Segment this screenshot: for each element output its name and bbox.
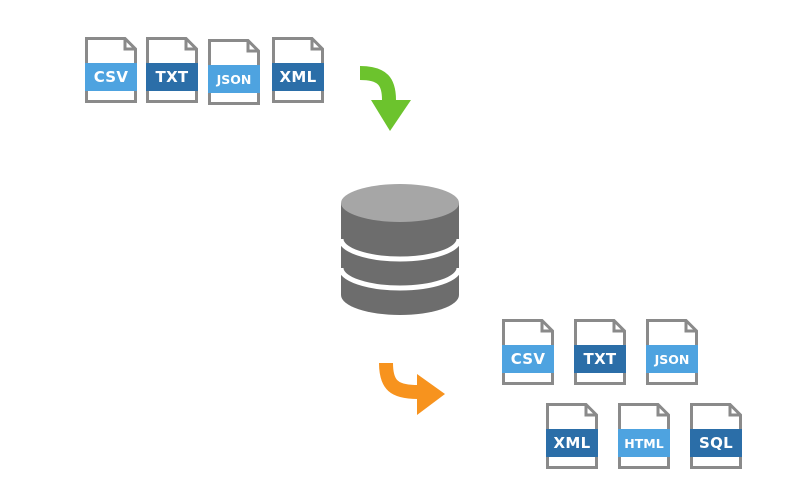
file-outline (690, 403, 742, 469)
curved-arrow-right-icon (379, 362, 445, 415)
file-label: XML (279, 68, 317, 86)
output-file-html-icon: HTML (618, 403, 670, 469)
file-outline (502, 319, 554, 385)
file-outline (546, 403, 598, 469)
input-file-txt-icon: TXT (146, 37, 198, 103)
input-file-csv-icon: CSV (85, 37, 137, 103)
file-outline (85, 37, 137, 103)
file-outline (646, 319, 698, 385)
input-file-json-icon: JSON (208, 39, 260, 105)
file-label: TXT (583, 350, 617, 368)
output-file-txt-icon: TXT (574, 319, 626, 385)
file-label: XML (553, 434, 591, 452)
output-file-sql-icon: SQL (690, 403, 742, 469)
file-outline (618, 403, 670, 469)
file-outline (574, 319, 626, 385)
file-outline (146, 37, 198, 103)
file-label: SQL (698, 434, 733, 452)
file-label: CSV (510, 350, 546, 368)
file-label: TXT (155, 68, 189, 86)
file-label: CSV (93, 68, 129, 86)
file-label: JSON (216, 71, 252, 87)
file-label: HTML (624, 435, 664, 451)
database-icon (338, 184, 462, 315)
output-file-csv-icon: CSV (502, 319, 554, 385)
curved-arrow-down-icon (359, 66, 411, 131)
file-outline (208, 39, 260, 105)
file-outline (272, 37, 324, 103)
input-file-xml-icon: XML (272, 37, 324, 103)
output-file-xml-icon: XML (546, 403, 598, 469)
output-file-json-icon: JSON (646, 319, 698, 385)
file-label: JSON (654, 351, 690, 367)
